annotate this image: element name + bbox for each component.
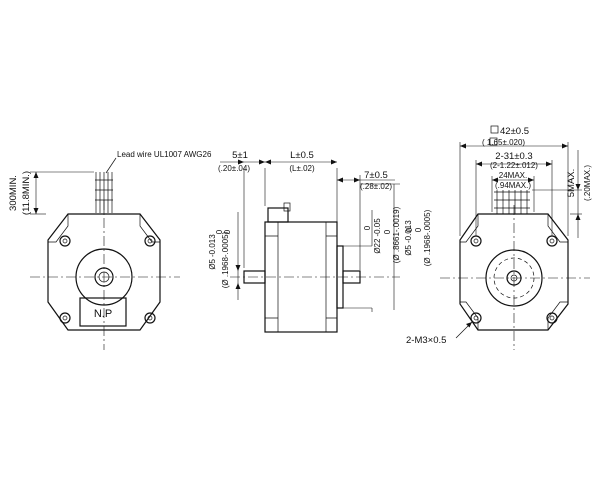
conn-height-inch-label: (.20MAX.)	[583, 165, 592, 201]
side-connector	[267, 207, 289, 223]
conn-height-label: 5MAX.	[566, 169, 577, 198]
len-a-inch-label: (.20±.04)	[218, 164, 250, 173]
rear-connector	[492, 190, 534, 215]
shaft-right-zero: 0	[405, 227, 414, 232]
conn-width-inch-label: (.94MAX.)	[495, 181, 531, 190]
rear-view: 42±0.5 ( 1.65±.020) 2-31±0.3 (2-1.22±.01…	[406, 125, 592, 350]
shaft-left-zero: 0	[223, 229, 232, 234]
hole-pitch-inch-label: (2-1.22±.012)	[490, 161, 538, 170]
square-symbol	[490, 125, 499, 134]
pilot-main: Ø22-0.05	[373, 218, 382, 254]
shaft-left-main: Ø5-0.013	[208, 234, 217, 270]
shaft-right-main: Ø5-0.013	[404, 220, 413, 256]
len-l-inch-label: (L±.02)	[289, 164, 315, 173]
size-inch-label: ( 1.65±.020)	[482, 138, 525, 147]
len-b-label: 7±0.5	[364, 170, 388, 181]
pilot-zero: 0	[363, 225, 372, 230]
rear-body-outline	[459, 213, 569, 331]
front-body-outline	[47, 213, 161, 331]
lead-length-inch-label: (11.8MIN.)	[21, 171, 32, 215]
nameplate-box	[79, 297, 127, 327]
square-symbol-inch	[489, 137, 498, 146]
size-label: 42±0.5	[500, 126, 529, 137]
pilot-inch: (Ø .8661-.0019)	[392, 206, 401, 263]
shaft-right-zero2: 0	[414, 227, 423, 232]
front-view: N.P 300MIN. (11.8MIN.) Lead wire UL1007 …	[8, 150, 212, 350]
conn-width-label: 24MAX.	[499, 171, 527, 180]
screw-label: 2-M3×0.5	[406, 335, 446, 346]
len-a-label: 5±1	[232, 150, 248, 161]
lead-length-label: 300MIN.	[8, 175, 19, 211]
shaft-left-zero2: 0	[215, 229, 224, 234]
lead-wire-label: Lead wire UL1007 AWG26	[117, 150, 212, 159]
len-b-inch-label: (.28±.02)	[360, 182, 392, 191]
hole-pitch-label: 2-31±0.3	[495, 151, 532, 162]
side-view: 5±1 (.20±.04) L±0.5 (L±.02) 7±0.5 (.28±.…	[208, 150, 432, 333]
shaft-right-inch: (Ø .1968-.0005)	[423, 209, 432, 266]
front-mounting-holes	[59, 235, 156, 324]
pilot-zero2: 0	[383, 229, 392, 234]
shaft-left-inch: (Ø .1968-.0005)	[221, 231, 230, 288]
nameplate-label: N.P	[94, 308, 112, 320]
len-l-label: L±0.5	[290, 150, 314, 161]
lead-wires	[95, 172, 113, 213]
